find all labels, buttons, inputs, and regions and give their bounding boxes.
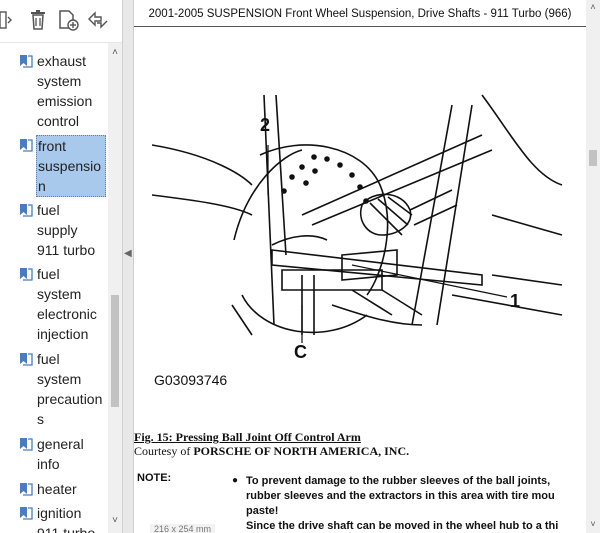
document-scrollbar[interactable]: ˄ ˅ [586, 0, 600, 533]
callout-c: C [294, 342, 307, 362]
bookmark-label: exhaust system emission control [37, 53, 93, 129]
figure-caption: Fig. 15: Pressing Ball Joint Off Control… [134, 430, 361, 444]
note-text: To prevent damage to the rubber sleeves … [246, 475, 559, 532]
callout-2: 2 [260, 115, 270, 135]
delete-icon[interactable] [26, 8, 50, 32]
page-header: 2001-2005 SUSPENSION Front Wheel Suspens… [148, 8, 572, 20]
bookmark-label: fuel system precaution s [37, 351, 103, 427]
bookmark-icon [20, 139, 33, 152]
figure-courtesy: Courtesy of PORSCHE OF NORTH AMERICA, IN… [134, 444, 409, 459]
courtesy-prefix: Courtesy of [134, 444, 194, 458]
bookmark-icon [20, 204, 33, 217]
courtesy-name: PORSCHE OF NORTH AMERICA, INC. [193, 444, 410, 458]
bookmark-icon [20, 55, 33, 68]
bookmark-icon [20, 268, 33, 281]
expand-icon[interactable] [0, 8, 14, 32]
bookmark-list: exhaust system emission control front su… [0, 43, 108, 533]
bookmark-label: ignition 911 turbo [37, 505, 96, 533]
figure-id: G03093746 [154, 372, 228, 388]
callout-1: 1 [510, 291, 520, 311]
panel-splitter[interactable]: ◀ [122, 0, 134, 533]
bullet-icon: ● [232, 475, 239, 486]
page-size-indicator: 216 x 254 mm [150, 524, 216, 533]
bookmark-icon [20, 353, 33, 366]
bookmark-icon [20, 438, 33, 451]
bookmarks-panel: exhaust system emission control front su… [0, 0, 122, 533]
bookmark-label: general info [37, 436, 84, 472]
scroll-up-icon[interactable]: ˄ [112, 47, 118, 58]
bookmark-label: fuel system electronic injection [37, 266, 97, 342]
bookmark-label: front suspensio n [36, 135, 106, 197]
new-bookmark-from-structure-icon[interactable] [86, 8, 110, 32]
bookmark-icon [20, 483, 33, 496]
suspension-illustration: 2 1 C [152, 94, 563, 362]
collapse-panel-icon[interactable]: ◀ [124, 248, 132, 259]
bookmark-label: fuel supply 911 turbo [37, 202, 96, 258]
bookmarks-toolbar [0, 0, 122, 42]
scroll-thumb[interactable] [111, 295, 119, 407]
scroll-thumb[interactable] [589, 150, 597, 166]
add-bookmark-icon[interactable] [56, 8, 80, 32]
note-label: NOTE: [137, 472, 172, 484]
header-rule [134, 26, 586, 27]
scroll-down-icon[interactable]: ˅ [112, 515, 118, 526]
document-page: 2001-2005 SUSPENSION Front Wheel Suspens… [134, 0, 586, 533]
bookmark-icon [20, 507, 33, 520]
toolbar-divider [0, 42, 122, 43]
scroll-up-icon[interactable]: ˄ [590, 2, 596, 12]
scroll-down-icon[interactable]: ˅ [590, 519, 596, 529]
bookmark-label: heater [37, 481, 77, 497]
bookmarks-scrollbar[interactable]: ˄ ˅ [108, 43, 122, 533]
